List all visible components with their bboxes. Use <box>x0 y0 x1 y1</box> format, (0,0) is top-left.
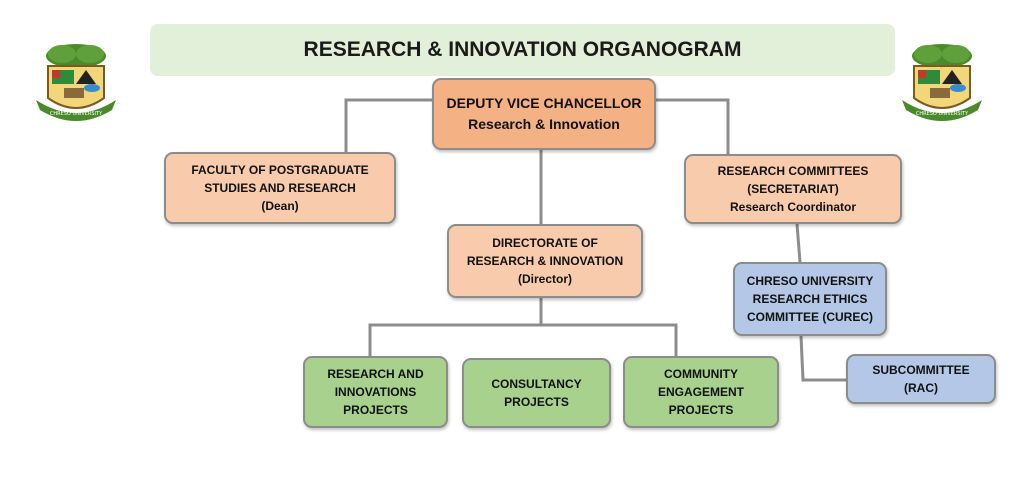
consultancy-line-2: PROJECTS <box>504 395 569 409</box>
research-projects-line-2: INNOVATIONS <box>334 385 417 399</box>
subcommittee-line-2: (RAC) <box>904 381 938 395</box>
consultancy-projects-box: CONSULTANCY PROJECTS <box>462 358 611 428</box>
deputy-vice-chancellor-box: DEPUTY VICE CHANCELLOR Research & Innova… <box>432 78 656 150</box>
research-innovations-projects-box: RESEARCH AND INNOVATIONS PROJECTS <box>303 356 448 428</box>
curec-line-1: CHRESO UNIVERSITY <box>746 274 874 288</box>
directorate-line-1: DIRECTORATE OF <box>492 236 598 250</box>
directorate-line-2: RESEARCH & INNOVATION <box>466 254 624 268</box>
directorate-box: DIRECTORATE OF RESEARCH & INNOVATION (Di… <box>447 224 643 298</box>
curec-line-2: RESEARCH ETHICS <box>752 292 868 306</box>
dvc-title: DEPUTY VICE CHANCELLOR <box>446 95 642 111</box>
subcommittee-box: SUBCOMMITTEE (RAC) <box>846 354 996 404</box>
dvc-subtitle: Research & Innovation <box>468 116 620 132</box>
research-projects-line-3: PROJECTS <box>343 403 408 417</box>
curec-line-3: COMMITTEE (CUREC) <box>747 310 873 324</box>
research-projects-line-1: RESEARCH AND <box>327 367 424 381</box>
committees-line-2: (SECRETARIAT) <box>747 182 839 196</box>
faculty-line-1: FACULTY OF POSTGRADUATE <box>191 163 369 177</box>
committees-line-1: RESEARCH COMMITTEES <box>717 164 869 178</box>
connector-committees-curec <box>795 223 802 263</box>
directorate-line-3: (Director) <box>517 272 572 286</box>
consultancy-line-1: CONSULTANCY <box>491 377 582 391</box>
committees-line-3: Research Coordinator <box>729 200 857 214</box>
connector-dvc-committees <box>656 98 730 154</box>
faculty-line-2: STUDIES AND RESEARCH <box>204 181 356 195</box>
connector-curec-subcommittee <box>799 335 846 382</box>
community-engagement-projects-box: COMMUNITY ENGAGEMENT PROJECTS <box>623 356 779 428</box>
community-line-1: COMMUNITY <box>664 367 738 381</box>
community-line-3: PROJECTS <box>668 403 734 417</box>
university-logo-left: CHRESO UNIVERSITY <box>36 44 116 121</box>
curec-box: CHRESO UNIVERSITY RESEARCH ETHICS COMMIT… <box>733 262 887 336</box>
connector-dvc-faculty <box>344 98 432 152</box>
connector-branch-bar <box>368 323 678 356</box>
page-title: RESEARCH & INNOVATION ORGANOGRAM <box>150 24 895 76</box>
faculty-postgraduate-box: FACULTY OF POSTGRADUATE STUDIES AND RESE… <box>164 152 396 224</box>
research-committees-box: RESEARCH COMMITTEES (SECRETARIAT) Resear… <box>684 154 902 224</box>
logo-right-text: CHRESO UNIVERSITY <box>916 111 969 117</box>
faculty-line-3: (Dean) <box>261 199 299 213</box>
logo-left-text: CHRESO UNIVERSITY <box>50 111 103 117</box>
community-line-2: ENGAGEMENT <box>657 385 744 399</box>
university-logo-right: CHRESO UNIVERSITY <box>902 44 982 121</box>
subcommittee-line-1: SUBCOMMITTEE <box>872 363 970 377</box>
